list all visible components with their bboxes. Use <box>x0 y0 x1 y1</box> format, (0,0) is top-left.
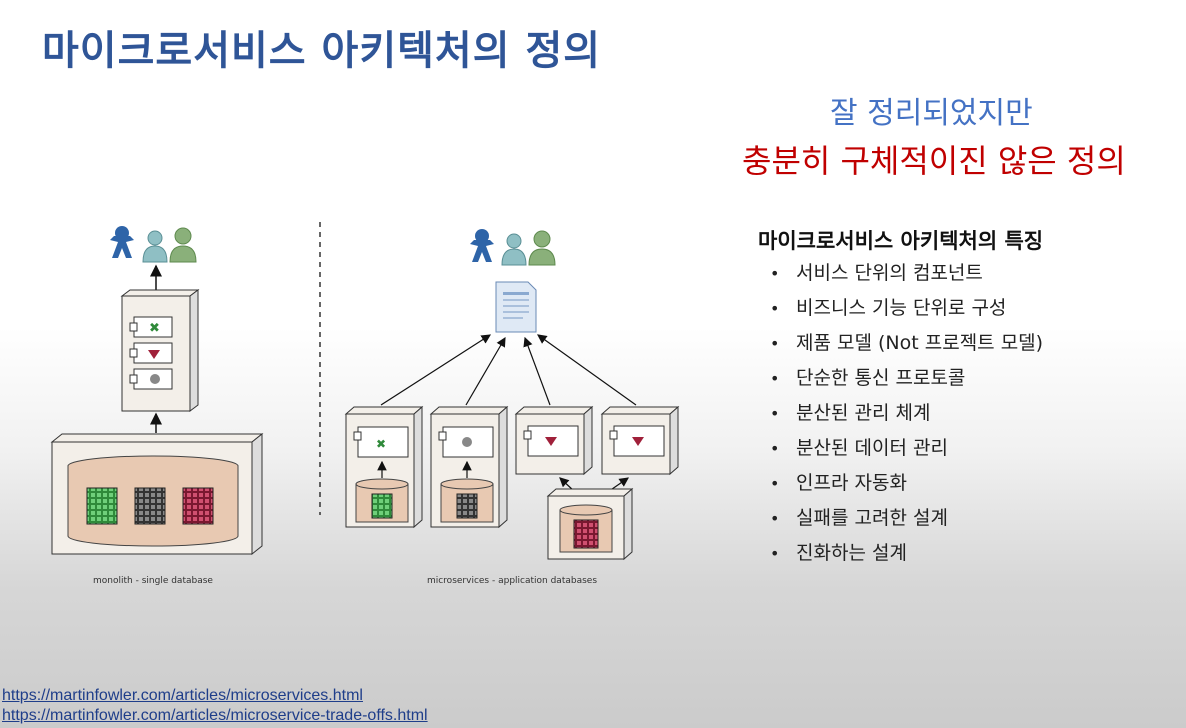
feature-item: 인프라 자동화 <box>770 468 1043 503</box>
service-box <box>600 405 680 476</box>
feature-item: 실패를 고려한 설계 <box>770 503 1043 538</box>
feature-item: 서비스 단위의 컴포넌트 <box>770 258 1043 293</box>
microservices-caption: microservices - application databases <box>427 576 597 586</box>
monolith-app: ✖ <box>120 289 200 412</box>
svg-text:✖: ✖ <box>149 321 160 336</box>
architecture-diagram: ✖ monolith - single database <box>50 222 680 586</box>
user-icon <box>169 227 197 263</box>
feature-item: 단순한 통신 프로토콜 <box>770 363 1043 398</box>
user-icon <box>528 230 556 266</box>
reference-link[interactable]: https://martinfowler.com/articles/micros… <box>2 707 428 724</box>
microservices-users <box>470 229 556 266</box>
reference-link[interactable]: https://martinfowler.com/articles/micros… <box>2 687 363 704</box>
features-list: 서비스 단위의 컴포넌트 비즈니스 기능 단위로 구성 제품 모델 (Not 프… <box>770 258 1043 573</box>
service-box <box>514 405 594 476</box>
feature-item: 진화하는 설계 <box>770 538 1043 573</box>
user-icon <box>501 233 527 266</box>
feature-item: 비즈니스 기능 단위로 구성 <box>770 293 1043 328</box>
user-icon <box>470 229 494 262</box>
monolith-database <box>50 432 264 556</box>
features-heading: 마이크로서비스 아키텍처의 특징 <box>758 229 1044 253</box>
service-box: ✖ <box>344 405 424 529</box>
monolith-caption: monolith - single database <box>93 576 213 586</box>
svg-text:✖: ✖ <box>376 437 386 451</box>
subtitle-line1: 잘 정리되었지만 <box>830 96 1033 131</box>
subtitle-line2: 충분히 구체적이진 않은 정의 <box>742 142 1126 180</box>
reference-links: https://martinfowler.com/articles/micros… <box>2 686 428 726</box>
monolith-users <box>110 226 197 263</box>
ui-document-icon <box>495 281 537 333</box>
user-icon <box>142 230 168 263</box>
service-box <box>429 405 509 529</box>
feature-item: 분산된 데이터 관리 <box>770 433 1043 468</box>
user-icon <box>110 226 134 258</box>
shared-database-box <box>546 487 634 561</box>
feature-item: 제품 모델 (Not 프로젝트 모델) <box>770 328 1043 363</box>
page-title: 마이크로서비스 아키텍처의 정의 <box>42 28 602 74</box>
feature-item: 분산된 관리 체계 <box>770 398 1043 433</box>
